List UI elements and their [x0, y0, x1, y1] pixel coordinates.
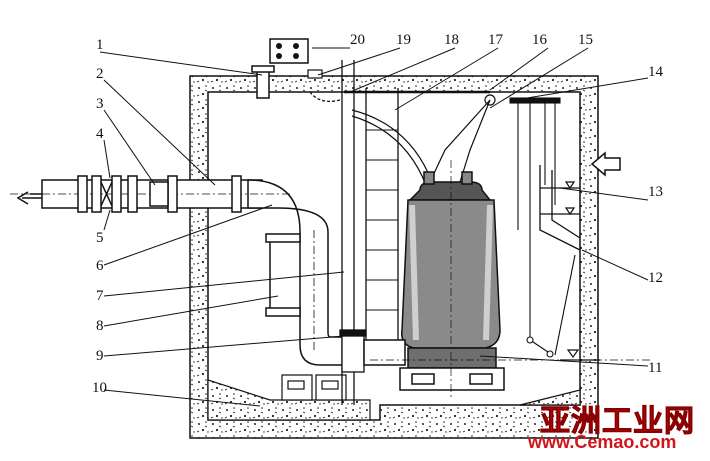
- label-20: 20: [350, 32, 365, 48]
- label-12: 12: [648, 270, 663, 286]
- label-5: 5: [96, 230, 104, 246]
- label-10: 10: [92, 380, 107, 396]
- vent-pipe: [251, 65, 275, 99]
- inflow-arrow-icon: [590, 151, 621, 177]
- watermark-url: www.Cemao.com: [528, 432, 677, 452]
- label-18: 18: [444, 32, 459, 48]
- label-1: 1: [96, 37, 104, 53]
- label-7: 7: [96, 288, 104, 304]
- label-4: 4: [96, 126, 104, 142]
- label-2: 2: [96, 66, 104, 82]
- suction-pipe: [363, 339, 650, 366]
- label-6: 6: [96, 258, 104, 274]
- label-8: 8: [96, 318, 104, 334]
- label-9: 9: [96, 348, 104, 364]
- label-14: 14: [648, 64, 664, 80]
- water-level-icon: [560, 181, 600, 361]
- submersible-pump: [399, 160, 505, 400]
- label-16: 16: [532, 32, 548, 48]
- pipe-supports: [281, 374, 347, 401]
- discharge-pipe: [10, 175, 361, 366]
- label-19: 19: [396, 32, 411, 48]
- outflow-arrow-icon: [16, 191, 42, 205]
- auto-coupling: [339, 329, 367, 373]
- label-13: 13: [648, 184, 663, 200]
- float-switches: [509, 97, 576, 358]
- label-3: 3: [96, 96, 104, 112]
- label-15: 15: [578, 32, 593, 48]
- watermark-logo: 亚洲工业网: [540, 404, 695, 440]
- label-11: 11: [648, 360, 662, 376]
- control-box: [269, 38, 309, 64]
- label-numbers: 1 2 3 4 5 6 7 8 9 10 11 12 13 14 15 16 1…: [92, 32, 664, 396]
- leader-lines: [99, 47, 649, 407]
- label-17: 17: [488, 32, 504, 48]
